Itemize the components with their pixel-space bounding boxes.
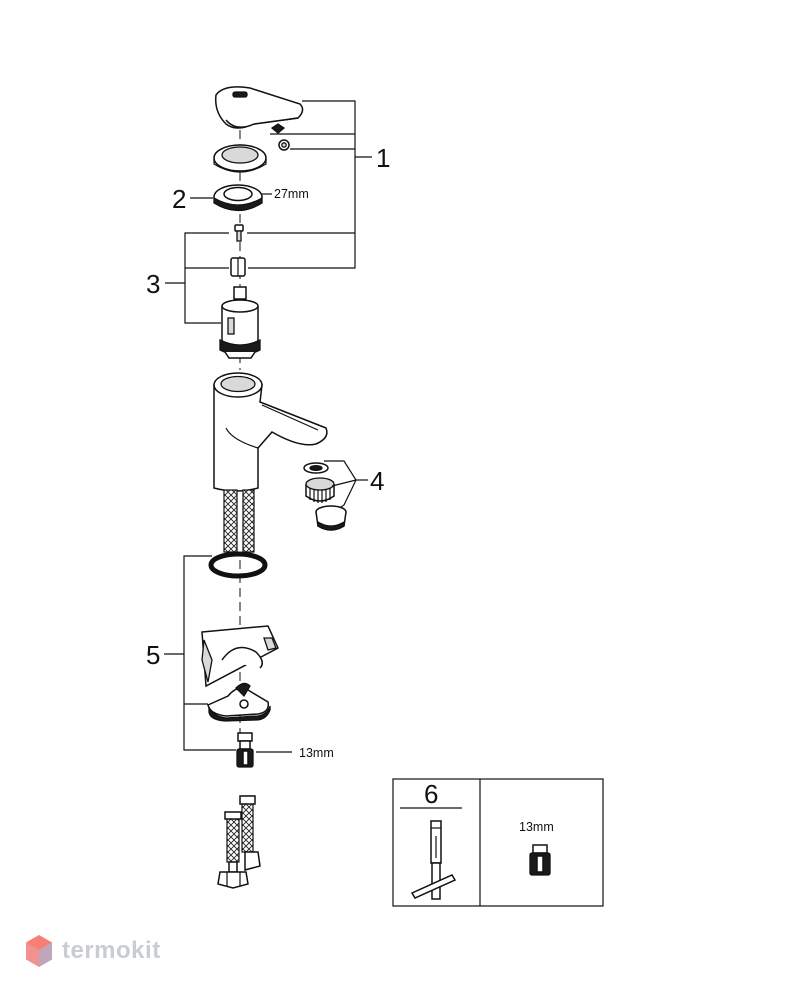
callout-3-bracket (184, 232, 229, 324)
termokit-watermark: termokit (24, 934, 161, 968)
horseshoe-washer (207, 682, 271, 722)
supply-hoses-with-nuts (217, 795, 261, 889)
tool-box (392, 778, 604, 907)
callout-5: 5 (146, 640, 160, 670)
handle-lever (214, 86, 304, 129)
supply-hose-left (223, 489, 238, 553)
aerator-insert (305, 477, 335, 503)
cartridge (219, 286, 261, 359)
watermark-text: termokit (62, 937, 161, 964)
cap-ring (213, 144, 267, 173)
callout-6: 6 (424, 779, 438, 809)
handle-set-screw (270, 123, 290, 151)
mounting-plate (201, 625, 279, 688)
aerator-housing (315, 505, 347, 531)
nut-size-label: 13mm (299, 746, 334, 760)
spindle-adapter (230, 257, 246, 277)
callout-5-bracket (183, 555, 236, 751)
ring-size-label: 27mm (274, 187, 309, 201)
tool-nut-size-label: 13mm (519, 820, 554, 834)
o-ring (208, 551, 268, 579)
cartridge-screw (234, 224, 244, 242)
callout-4: 4 (370, 466, 384, 496)
termokit-logo-icon (26, 935, 52, 967)
callout-2: 2 (172, 184, 186, 214)
socket-wrench-tool (410, 820, 457, 900)
callout-1-bracket (247, 100, 356, 269)
callout-3: 3 (146, 269, 160, 299)
aerator-washer (303, 462, 329, 474)
ring-27mm (213, 184, 263, 212)
threaded-nut-13mm (236, 732, 254, 768)
supply-hose-right (242, 489, 255, 553)
faucet-body (213, 372, 328, 492)
callout-1: 1 (376, 143, 390, 173)
tool-nut-13mm (529, 844, 551, 876)
